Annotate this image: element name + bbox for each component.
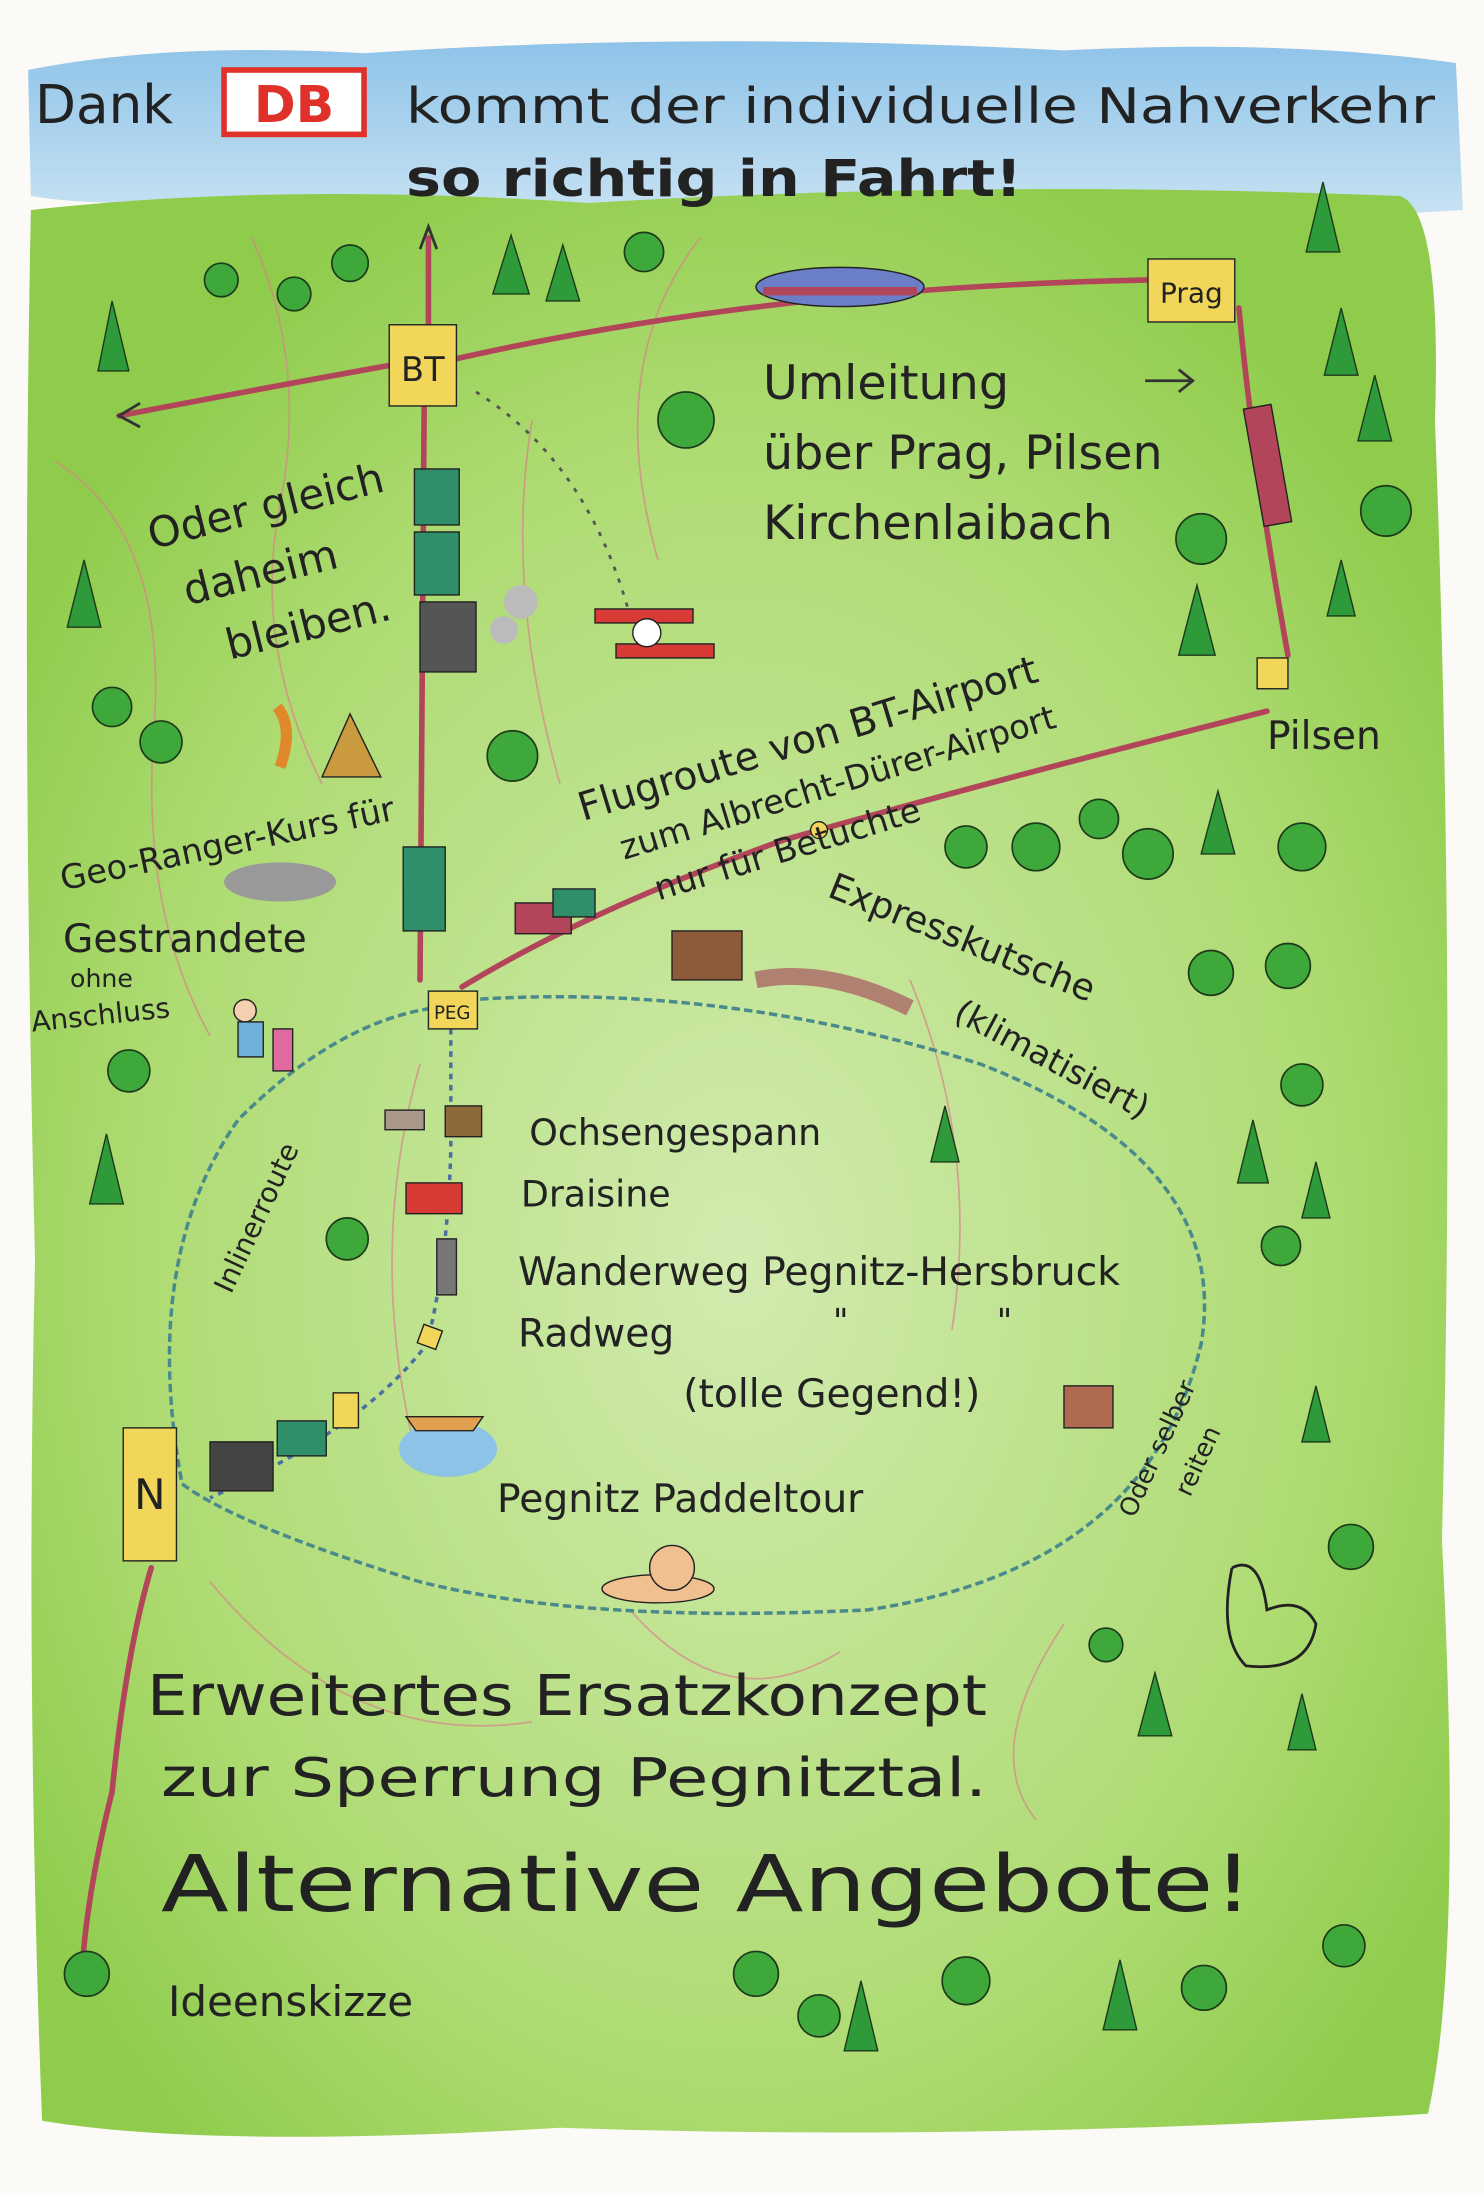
header-dank: Dank: [35, 74, 173, 136]
header-line2: so richtig in Fahrt!: [406, 149, 1022, 208]
signature-icon: [1225, 1563, 1318, 1669]
station-pilsen: Pilsen: [1256, 657, 1381, 759]
footer-line3: Alternative Angebote!: [161, 1839, 1253, 1930]
regional-train-icon: [413, 468, 538, 673]
station-bt-label: BT: [401, 350, 445, 389]
ditto-mark-1: ": [833, 1302, 848, 1341]
draisine-label: Draisine: [521, 1173, 671, 1216]
footer-line4: Ideenskizze: [168, 1977, 413, 2026]
rider-icon: [1063, 1385, 1114, 1429]
trails: [55, 237, 1065, 1821]
paddeltour-label: Pegnitz Paddeltour: [497, 1477, 864, 1522]
sky-wash: [28, 41, 1463, 215]
bike-sign-icon: [416, 1323, 444, 1351]
campfire-tent-icon: [272, 703, 382, 778]
loco-icon: [209, 1392, 360, 1492]
gegend-label: (tolle Gegend!): [683, 1372, 980, 1417]
station-peg: PEG: [427, 990, 479, 1030]
station-n: N: [122, 1427, 178, 1562]
umleitung-line1: Umleitung: [763, 356, 1009, 411]
inliner-loop: [167, 994, 1207, 1616]
stagecoach-icon: [671, 930, 914, 1016]
fir-tree-icons: [66, 181, 1393, 2052]
train-prag-pilsen-icon: [1242, 403, 1293, 528]
hiker-icon: [233, 998, 294, 1072]
wanderweg-label: Wanderweg Pegnitz-Hersbruck: [518, 1250, 1120, 1295]
ox-cart-icon: [384, 1105, 483, 1138]
canoe-icon: [399, 1415, 498, 1477]
ditto-mark-2: ": [997, 1302, 1012, 1341]
georanger-line3: ohne: [70, 964, 133, 993]
station-peg-label: PEG: [434, 1003, 471, 1024]
tree-icons: [63, 231, 1412, 2038]
biplane-icon: [594, 608, 715, 659]
connector-dot-icon: [809, 821, 829, 840]
db-logo-icon: [221, 67, 367, 138]
tractor-icon: [514, 888, 596, 935]
umleitung-line3: Kirchenlaibach: [763, 496, 1113, 551]
ochsengespann-label: Ochsengespann: [529, 1111, 821, 1154]
header-line1: kommt der individuelle Nahverkehr: [406, 78, 1436, 135]
steam-train-icon: [224, 846, 446, 932]
walker-icon: [436, 1238, 458, 1296]
georanger-line2: Gestrandete: [63, 917, 307, 962]
db-logo: DB: [254, 75, 334, 134]
station-bt: BT: [388, 324, 458, 407]
station-prag: Prag: [1147, 258, 1236, 323]
station-prag-label: Prag: [1160, 276, 1223, 309]
arrow-right: [1145, 368, 1195, 394]
radweg-label: Radweg: [518, 1312, 674, 1357]
arrow-left: [116, 401, 141, 429]
draisine-icon: [405, 1182, 463, 1215]
station-pilsen-label: Pilsen: [1267, 714, 1381, 759]
station-n-label: N: [134, 1470, 165, 1519]
footer-line2: zur Sperrung Pegnitztal.: [161, 1747, 987, 1809]
snail-icon: [601, 1544, 715, 1604]
ice-train-icon: [755, 266, 925, 308]
umleitung-line2: über Prag, Pilsen: [763, 426, 1163, 481]
footer-line1: Erweitertes Ersatzkonzept: [147, 1664, 987, 1729]
arrow-up: [418, 222, 439, 250]
